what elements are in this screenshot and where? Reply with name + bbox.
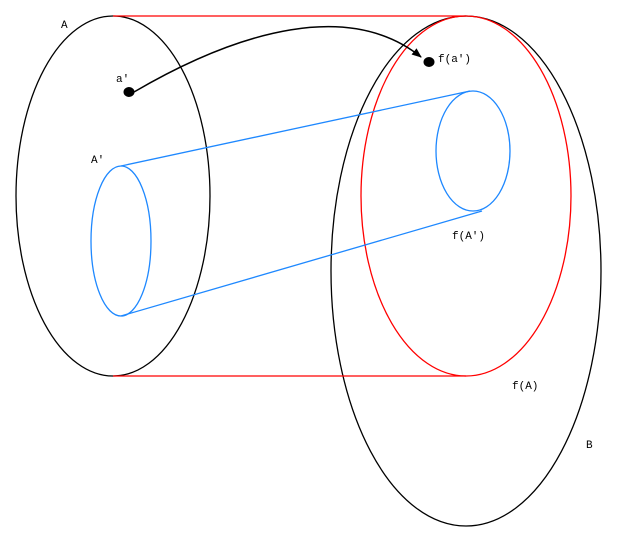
label-set-a: A [61, 20, 68, 32]
image-point-dot [423, 57, 435, 67]
subset-line-top [120, 90, 471, 167]
point-a-dot [123, 87, 135, 97]
label-image-set: f(A) [512, 381, 538, 393]
label-image-point: f(a') [438, 54, 471, 66]
label-set-b: B [586, 440, 593, 452]
subset-line-bottom [120, 210, 483, 317]
mapping-arrow [133, 25, 422, 93]
image-set-ellipse [360, 15, 572, 377]
label-image-subset: f(A') [452, 231, 485, 243]
subset-a-ellipse [90, 165, 152, 317]
image-subset-ellipse [435, 90, 511, 212]
label-subset-a: A' [91, 155, 104, 167]
label-point-a: a' [116, 74, 129, 86]
set-a-ellipse [15, 15, 211, 377]
